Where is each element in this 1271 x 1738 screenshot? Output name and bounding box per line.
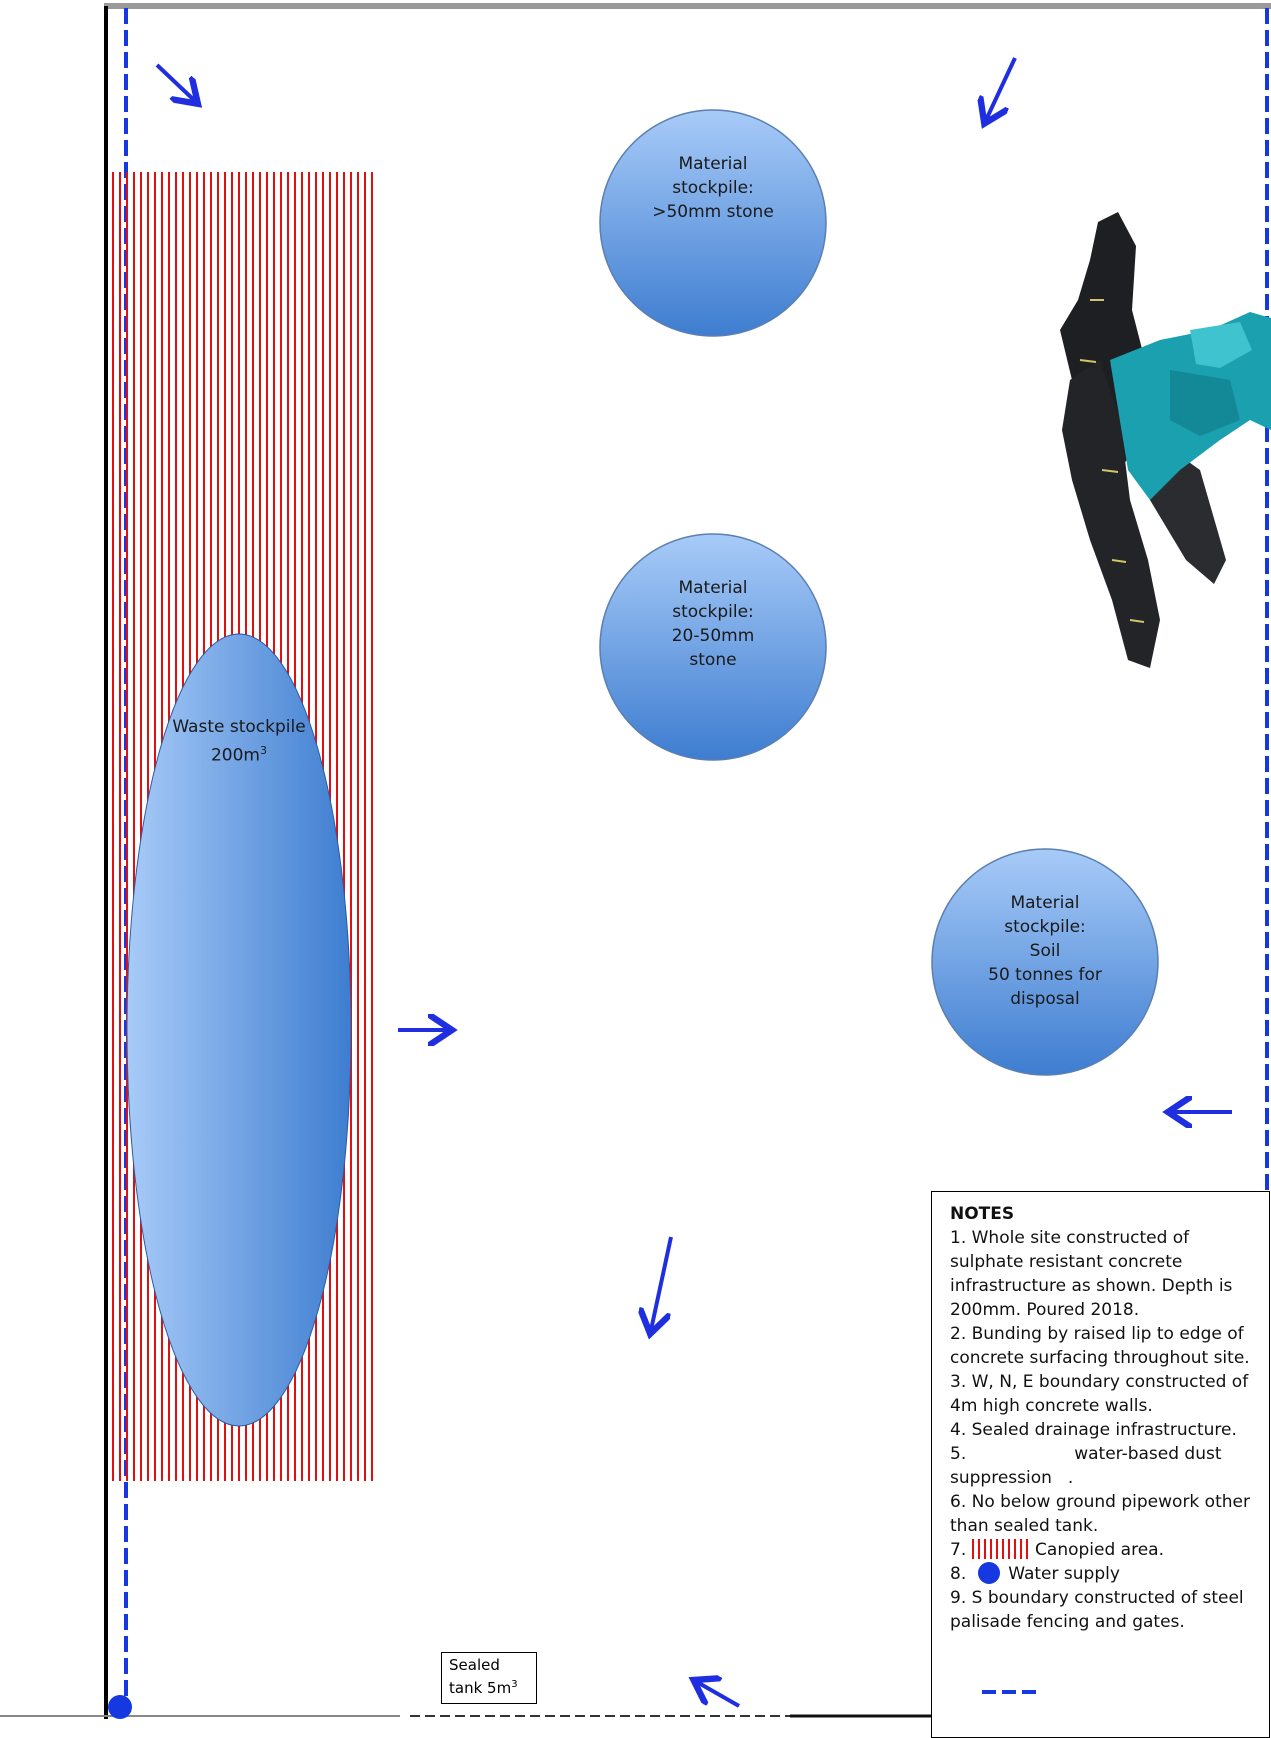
drainage-flow-arrow-icon [986,57,1017,120]
note-6: 6. No below ground pipework other than s… [950,1492,1250,1536]
notes-title: NOTES [950,1204,1015,1224]
note-3: 3. W, N, E boundary constructed of 4m hi… [950,1372,1249,1416]
drainage-flow-arrow-icon [651,1236,673,1330]
water-supply-dot-icon [978,1562,1001,1584]
stockpile-50mm-label: Material stockpile: >50mm stone [652,154,774,222]
note-5: 5.water-based dust suppression. [950,1444,1222,1488]
waste-stockpile [126,633,352,1427]
stockpile-soil [931,848,1159,1076]
screening-plant-machine-icon [1060,212,1271,668]
sealed-tank: Sealed tank 5m3 [441,1652,537,1704]
note-8: 8.Water supply [950,1562,1120,1584]
note-1: 1. Whole site constructed of sulphate re… [950,1228,1233,1320]
drainage-flow-arrow-icon [697,1682,740,1708]
canopy-hatch-icon [971,1539,1030,1559]
stockpile-50mm-stone [599,109,827,337]
drainage-flow-arrow-icon [155,63,195,101]
water-line-legend-icon [982,1690,1040,1694]
note-2: 2. Bunding by raised lip to edge of conc… [950,1324,1250,1368]
stockpile-20-50mm-label: Material stockpile: 20-50mm stone [671,578,755,670]
note-4: 4. Sealed drainage infrastructure. [950,1420,1237,1440]
waste-stockpile-label: Waste stockpile 200m3 [172,717,306,766]
drainage-flow-arrows [155,57,1232,1708]
stockpile-soil-label: Material stockpile: Soil 50 tonnes for d… [988,893,1102,1009]
note-7: 7. Canopied area. [950,1539,1164,1560]
note-9: 9. S boundary constructed of steel palis… [950,1588,1244,1632]
water-supply-dot-icon [108,1695,132,1719]
stockpile-20-50mm-stone [599,533,827,761]
notes-legend: NOTES 1. Whole site constructed of sulph… [931,1191,1270,1738]
north-wall [104,3,1271,9]
